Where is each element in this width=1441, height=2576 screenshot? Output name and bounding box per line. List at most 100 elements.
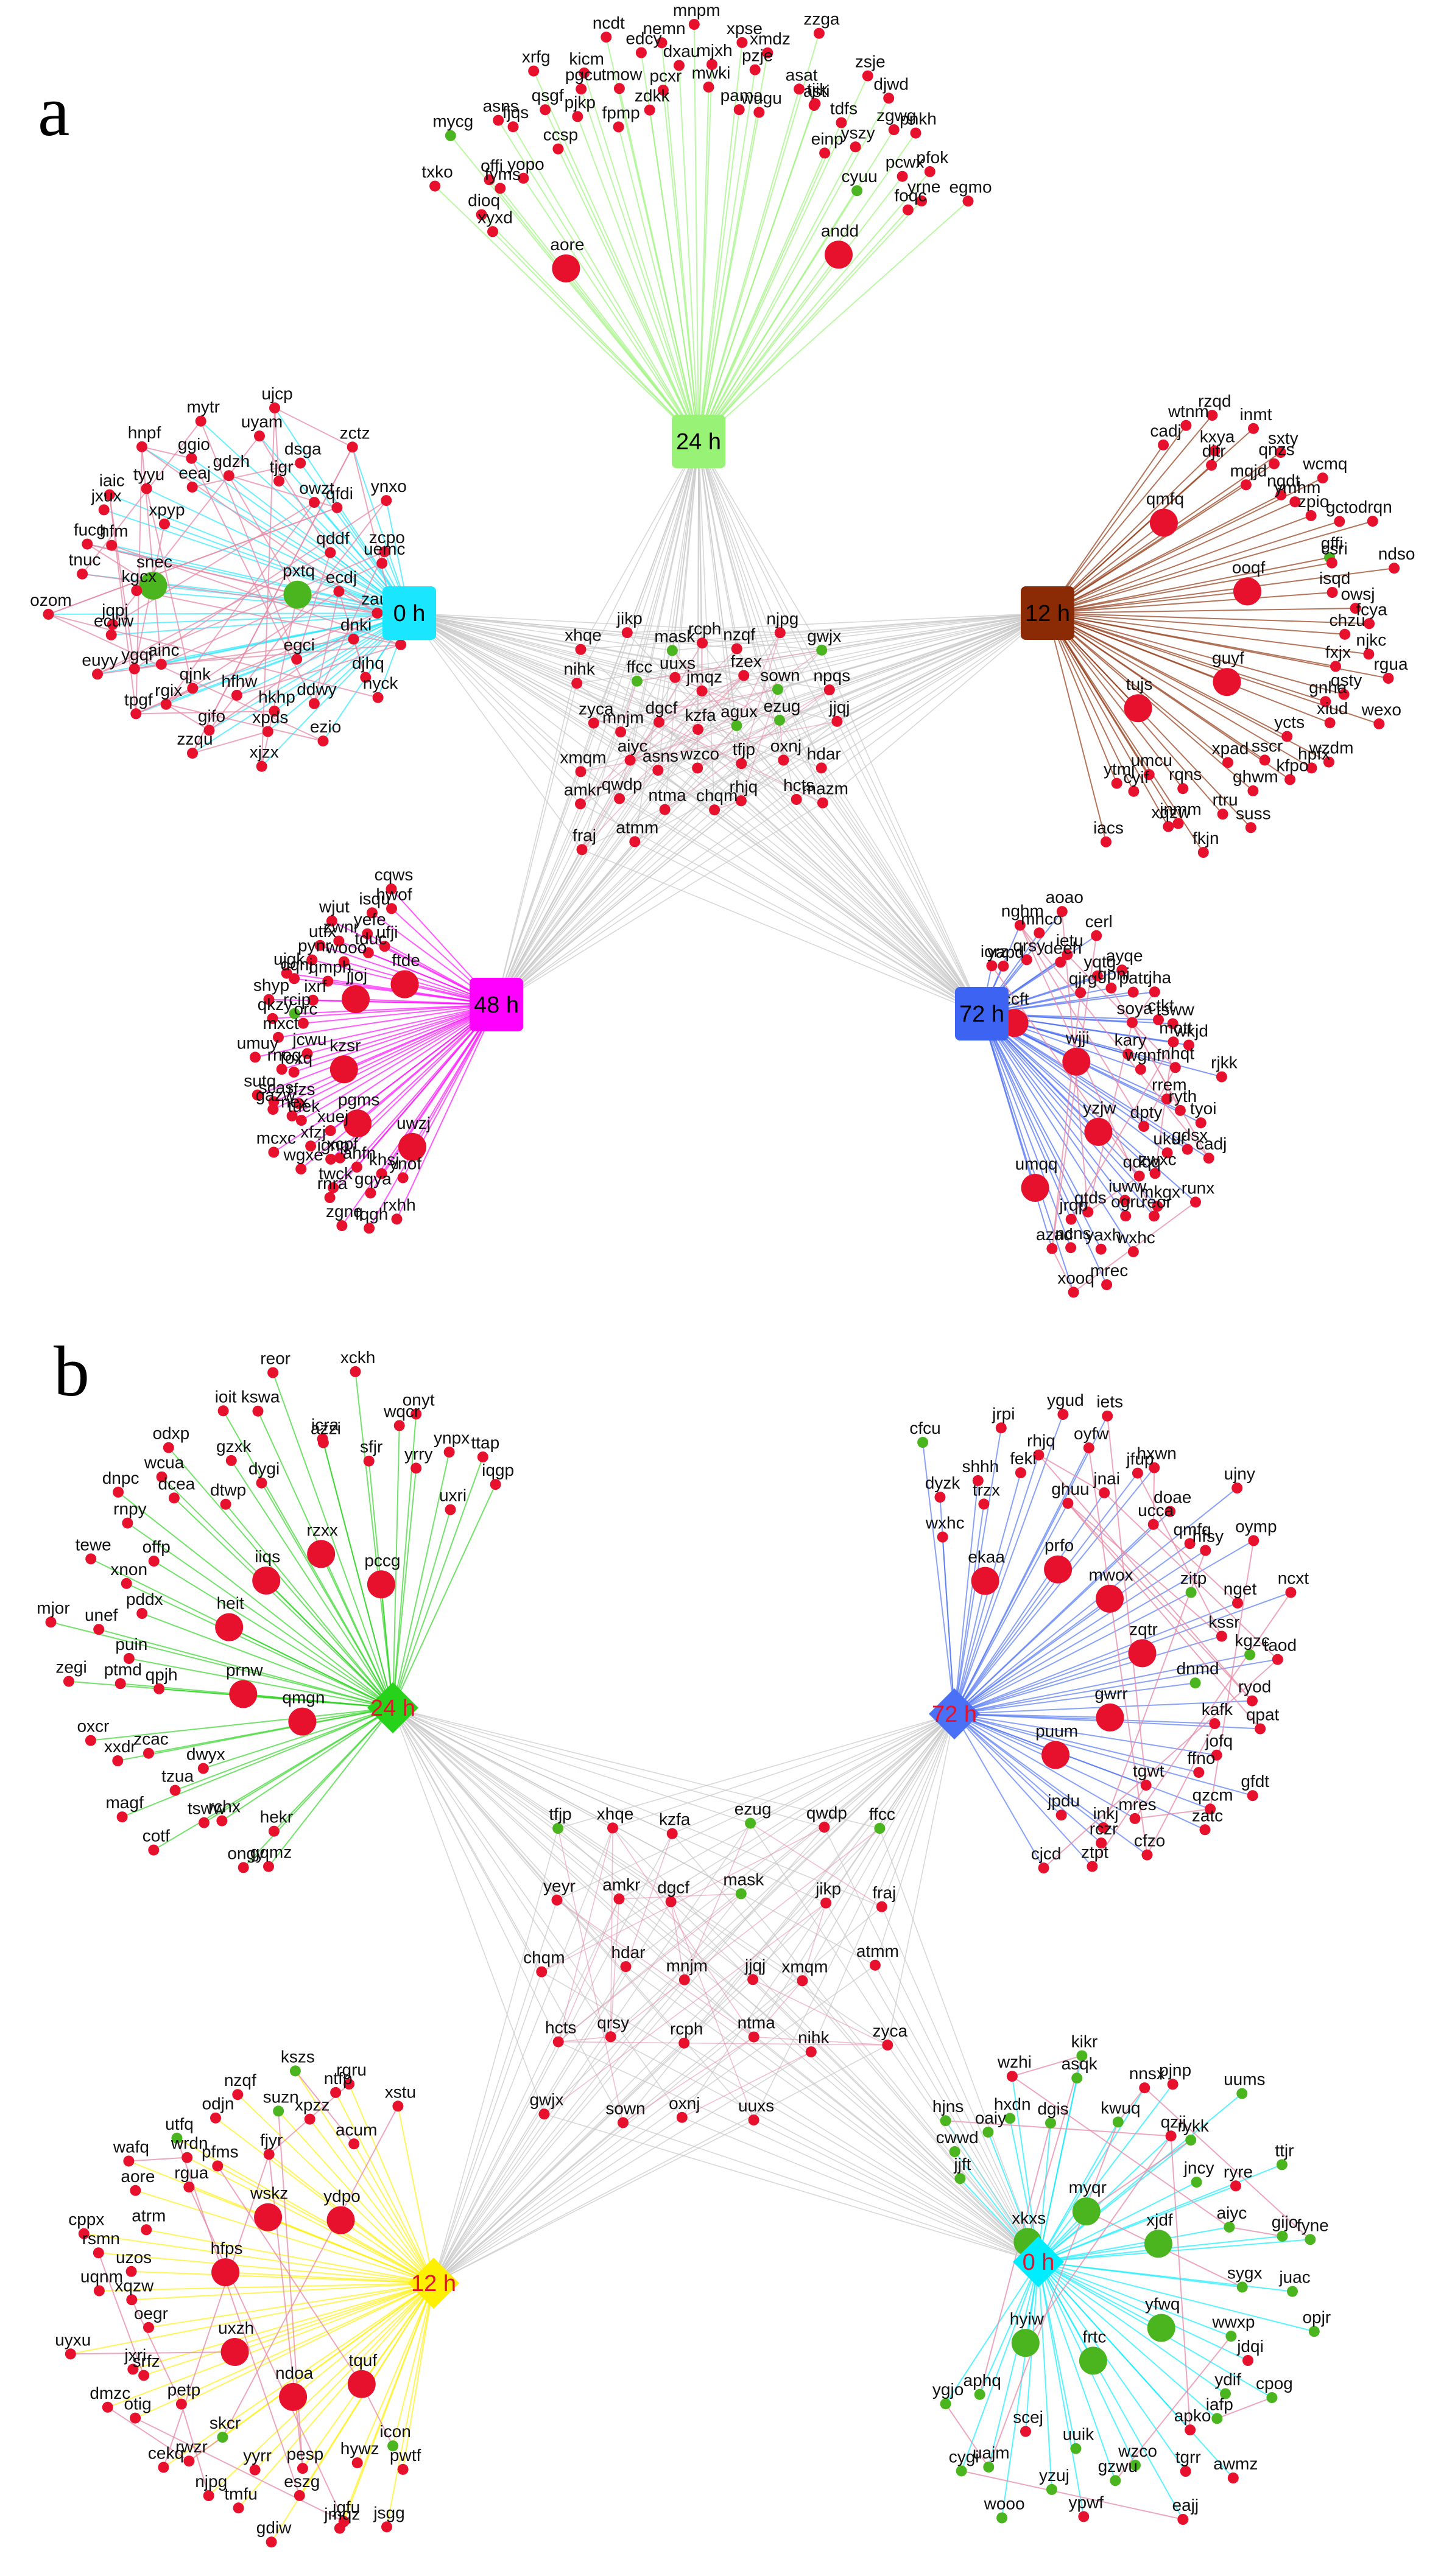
node-xmdz xyxy=(762,47,773,58)
node-label-inkj: inkj xyxy=(1093,1804,1118,1823)
node-label-kzfa: kzfa xyxy=(659,1810,691,1829)
edge xyxy=(954,1713,1045,1869)
edge xyxy=(981,1013,1158,1207)
node-label-tuek: tuek xyxy=(287,1097,320,1115)
edge xyxy=(1229,2226,1283,2237)
edge xyxy=(981,1013,1126,1201)
node-reor xyxy=(267,1367,279,1378)
edge xyxy=(783,760,982,1014)
node-label-qjrg: qjrg xyxy=(1069,969,1097,988)
node-label-nhqt: nhqt xyxy=(1161,1044,1195,1062)
node-label-xcpf: xcpf xyxy=(327,1134,359,1153)
node-mjxh xyxy=(706,58,717,70)
edge xyxy=(392,2283,434,2446)
node-label-gwrr: gwrr xyxy=(1094,1684,1127,1703)
node-label-wgnf: wgnf xyxy=(1124,1045,1161,1064)
node-label-qtds: qtds xyxy=(1074,1188,1107,1207)
node-label-hdar: hdar xyxy=(611,1943,645,1962)
node-label-yzuj: yzuj xyxy=(1039,2466,1069,2485)
edge xyxy=(392,1707,753,1980)
node-label-sscr: sscr xyxy=(1252,736,1283,755)
node-label-kzfa: kzfa xyxy=(685,706,716,725)
edge xyxy=(634,612,1048,843)
edge xyxy=(174,1497,393,1708)
node-label-utfx: utfx xyxy=(309,922,336,941)
node-label-asti: asti xyxy=(803,82,830,100)
edge xyxy=(780,632,982,1014)
edge xyxy=(1047,612,1330,724)
edge xyxy=(181,2283,434,2405)
node-label-oaiy: oaiy xyxy=(975,2108,1006,2127)
node-label-fucg: fucg xyxy=(74,521,106,539)
edge xyxy=(392,1707,627,1967)
node-label-xfzj: xfzj xyxy=(300,1122,326,1141)
edge xyxy=(954,1713,1135,1819)
edge xyxy=(274,407,353,448)
edge xyxy=(557,1713,955,1901)
edge xyxy=(118,1492,393,1708)
node-label-dmzc: dmzc xyxy=(90,2384,130,2402)
node-atmm xyxy=(869,1959,881,1971)
node-zwxc xyxy=(1149,1168,1161,1179)
edge xyxy=(192,612,410,689)
node-cerl xyxy=(1091,930,1102,941)
edge xyxy=(433,1828,880,2284)
node-label-hfm: hfm xyxy=(100,522,129,541)
node-suzn xyxy=(273,2105,284,2117)
node-yqtg xyxy=(1091,970,1103,981)
edge xyxy=(610,1828,613,2037)
node-label-ygjo: ygjo xyxy=(932,2380,964,2399)
edge xyxy=(496,809,715,1005)
edge xyxy=(131,2299,182,2405)
node-uqnm xyxy=(93,2285,105,2297)
edge xyxy=(386,2283,434,2527)
node-zegi xyxy=(63,1676,74,1687)
edge xyxy=(274,407,410,614)
node-label-mres: mres xyxy=(1118,1795,1156,1814)
node-label-ucca: ucca xyxy=(1138,1501,1174,1520)
edge xyxy=(298,1004,497,1104)
edge xyxy=(322,1442,393,1708)
node-ctkt xyxy=(1153,1014,1164,1025)
edge xyxy=(99,2283,434,2292)
node-label-ezug: ezug xyxy=(764,697,801,715)
node-label-ftde: ftde xyxy=(392,951,420,970)
hub-72-h xyxy=(929,1688,980,1739)
node-iets xyxy=(1102,1410,1113,1422)
node-label-jfup: jfup xyxy=(1126,1450,1154,1469)
node-dxau xyxy=(674,60,685,71)
edge xyxy=(698,132,917,442)
edge xyxy=(698,441,830,690)
node-qfdi xyxy=(331,502,343,513)
node-cekq xyxy=(158,2462,169,2473)
node-gzxk xyxy=(225,1455,237,1466)
node-ftde xyxy=(390,970,419,998)
edge xyxy=(153,1707,393,1851)
edge xyxy=(112,502,315,625)
node-yaxh xyxy=(1095,1243,1107,1255)
node-yyrr xyxy=(249,2464,261,2476)
edge xyxy=(802,1980,1039,2262)
edge xyxy=(1137,1473,1222,1637)
node-ffcc xyxy=(631,675,643,687)
edge xyxy=(353,639,367,678)
node-iafp xyxy=(1211,2413,1223,2424)
edge xyxy=(1047,501,1295,614)
node-label-kicm: kicm xyxy=(569,49,604,68)
node-label-rjkk: rjkk xyxy=(1211,1053,1238,1072)
node-label-uuxs: uuxs xyxy=(660,654,696,673)
node-ynxo xyxy=(381,495,392,507)
edge xyxy=(1210,1540,1255,1809)
edge xyxy=(1038,2261,1052,2490)
node-scas xyxy=(268,1096,280,1107)
edge xyxy=(1047,567,1395,614)
edge xyxy=(1038,1454,1253,1702)
node-label-jsgg: jsgg xyxy=(373,2503,404,2522)
edge xyxy=(97,552,331,675)
edge xyxy=(108,494,135,669)
edge xyxy=(1038,2261,1231,2337)
node-label-tfjp: tfjp xyxy=(549,1805,571,1823)
edge xyxy=(192,462,301,488)
edge xyxy=(612,1827,755,2038)
node-label-dtwp: dtwp xyxy=(210,1481,246,1500)
